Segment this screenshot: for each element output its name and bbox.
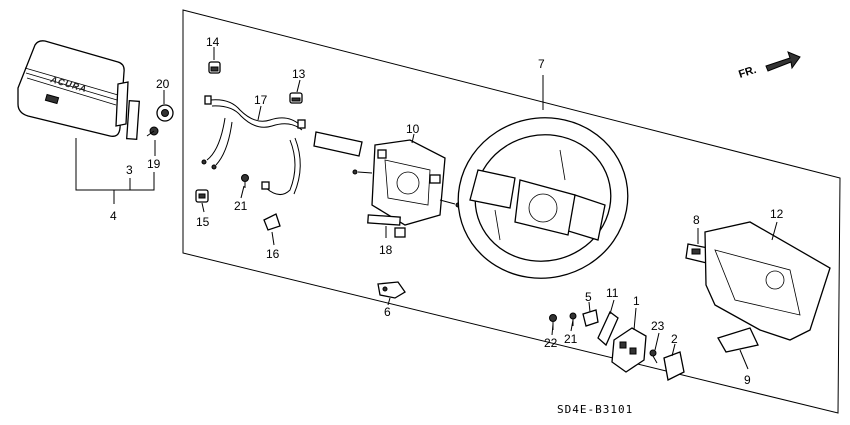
callout-6: 6 (384, 305, 391, 319)
callout-19: 19 (147, 157, 161, 171)
callout-12: 12 (770, 207, 784, 221)
leader-lines (154, 47, 778, 370)
steering-wheel-part[interactable] (443, 102, 643, 294)
callout-22: 22 (544, 336, 558, 350)
callout-10: 10 (406, 122, 420, 136)
screw-part-21a[interactable] (241, 174, 249, 189)
cover-strip-part[interactable] (125, 100, 141, 140)
cover-part-9[interactable] (717, 327, 759, 353)
clip-part-5[interactable] (582, 309, 599, 327)
sensor-part-14[interactable] (208, 61, 221, 74)
bracket-part-11[interactable] (597, 310, 619, 347)
airbag-module-part[interactable] (17, 40, 129, 137)
front-direction-arrow-icon (765, 51, 801, 72)
callout-17: 17 (254, 93, 268, 107)
lower-cover-part[interactable] (704, 221, 831, 341)
callout-1: 1 (633, 294, 640, 308)
sensor-part-13[interactable] (289, 92, 303, 104)
nut-part[interactable] (156, 104, 174, 122)
cover-part-2[interactable] (663, 351, 685, 381)
callout-11: 11 (606, 286, 619, 300)
callout-21-left: 21 (234, 199, 248, 213)
callout-23: 23 (651, 319, 665, 333)
callout-14: 14 (206, 35, 220, 49)
callout-20: 20 (156, 77, 170, 91)
callout-16: 16 (266, 247, 280, 261)
callout-18: 18 (379, 243, 393, 257)
callout-2: 2 (671, 332, 678, 346)
assembly-boundary (182, 9, 841, 414)
callout-13: 13 (292, 67, 306, 81)
callout-7: 7 (538, 57, 545, 71)
wire-harness-part[interactable] (201, 95, 306, 195)
callout-9: 9 (744, 373, 751, 387)
group-bracket-4 (75, 138, 155, 204)
trim-bar-part[interactable] (313, 131, 363, 157)
connector-part-16[interactable] (263, 213, 281, 231)
callout-21-right: 21 (564, 332, 578, 346)
callout-15: 15 (196, 215, 210, 229)
connector-part-15[interactable] (195, 189, 209, 203)
clip-part-6[interactable] (377, 281, 406, 299)
bolt-part[interactable] (146, 126, 159, 137)
direction-label: FR. (737, 64, 758, 81)
diagram-code: SD4E-B3101 (557, 403, 633, 416)
callout-4: 4 (110, 209, 117, 223)
switch-part-1[interactable] (611, 327, 647, 373)
screw-part-21b[interactable] (569, 312, 577, 326)
screw-part-23[interactable] (649, 349, 658, 364)
label-strip-part-18[interactable] (367, 214, 401, 226)
callout-8: 8 (693, 213, 700, 227)
hub-bracket-part[interactable] (352, 139, 461, 238)
callout-3: 3 (126, 163, 133, 177)
callout-5: 5 (585, 290, 592, 304)
